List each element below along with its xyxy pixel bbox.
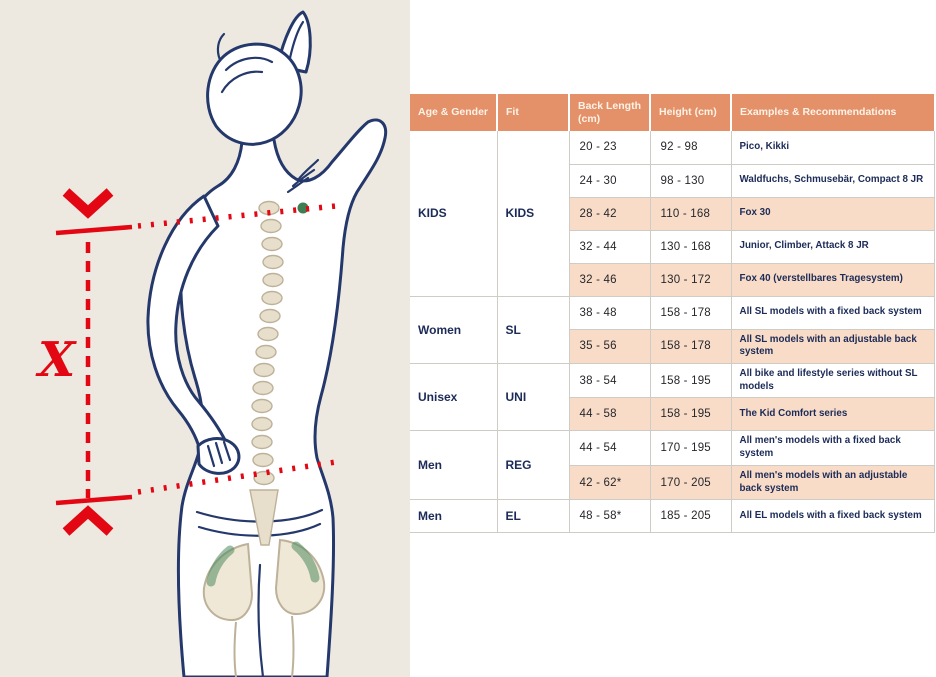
height-cell: 92 - 98	[650, 131, 732, 165]
examples-cell: Waldfuchs, Schmusebär, Compact 8 JR	[731, 164, 935, 198]
age-cell: Men	[410, 499, 498, 534]
age-cell: Women	[410, 296, 498, 364]
back-length-cell: 28 - 42	[569, 197, 651, 231]
fit-cell: REG	[497, 430, 570, 501]
age-cell: Men	[410, 430, 498, 501]
back-length-cell: 24 - 30	[569, 164, 651, 198]
fit-cell: UNI	[497, 363, 570, 432]
figure-details	[195, 20, 324, 677]
back-length-cell: 48 - 58*	[569, 499, 651, 534]
table-row: 42 - 62* 170 - 205 All men's models with…	[410, 465, 935, 501]
height-cell: 110 - 168	[650, 197, 732, 231]
height-cell: 170 - 195	[650, 430, 732, 466]
back-length-cell: 44 - 58	[569, 397, 651, 432]
table-row: Women SL 38 - 48 158 - 178 All SL models…	[410, 296, 935, 364]
header-height: Height (cm)	[650, 94, 732, 131]
table-row: 24 - 30 98 - 130 Waldfuchs, Schmusebär, …	[410, 164, 935, 198]
spine	[249, 200, 284, 546]
header-back-length: Back Length (cm)	[569, 94, 651, 131]
examples-cell: Junior, Climber, Attack 8 JR	[731, 230, 935, 264]
figure-outline	[146, 10, 388, 677]
measurement-lines	[55, 188, 337, 536]
examples-cell: Fox 40 (verstellbares Tragesystem)	[731, 263, 935, 297]
table-row: 35 - 56 158 - 178 All SL models with an …	[410, 329, 935, 364]
height-cell: 130 - 172	[650, 263, 732, 297]
height-cell: 158 - 195	[650, 397, 732, 432]
back-length-cell: 42 - 62*	[569, 465, 651, 501]
measure-label-x: X	[35, 332, 77, 388]
table-row: Men REG 44 - 54 170 - 195 All men's mode…	[410, 430, 935, 501]
table-row: Men EL 48 - 58* 185 - 205 All EL models …	[410, 499, 935, 534]
height-cell: 170 - 205	[650, 465, 732, 501]
back-length-cell: 38 - 54	[569, 363, 651, 399]
back-measurement-panel: X	[0, 0, 410, 677]
back-length-cell: 44 - 54	[569, 430, 651, 466]
examples-cell: Fox 30	[731, 197, 935, 231]
height-cell: 185 - 205	[650, 499, 732, 534]
size-chart: Age & Gender Fit Back Length (cm) Height…	[410, 94, 935, 534]
back-length-illustration: X	[35, 10, 388, 677]
back-length-cell: 38 - 48	[569, 296, 651, 330]
header-examples: Examples & Recommendations	[731, 94, 934, 131]
examples-cell: All SL models with an adjustable back sy…	[731, 329, 935, 364]
age-cell: Unisex	[410, 363, 498, 432]
examples-cell: All SL models with a fixed back system	[731, 296, 935, 330]
table-row: Unisex UNI 38 - 54 158 - 195 All bike an…	[410, 363, 935, 432]
table-row: 28 - 42 110 - 168 Fox 30	[410, 197, 935, 231]
examples-cell: Pico, Kikki	[731, 131, 935, 165]
examples-cell: All men's models with an adjustable back…	[731, 465, 935, 501]
fit-cell: KIDS	[497, 131, 570, 297]
header-age-gender: Age & Gender	[410, 94, 498, 131]
arrow-bottom-icon	[62, 505, 114, 536]
age-cell: KIDS	[410, 131, 498, 297]
arrow-top-icon	[62, 188, 114, 219]
fit-cell: EL	[497, 499, 570, 534]
fit-cell: SL	[497, 296, 570, 364]
examples-cell: The Kid Comfort series	[731, 397, 935, 432]
examples-cell: All bike and lifestyle series without SL…	[731, 363, 935, 399]
table-row: 44 - 58 158 - 195 The Kid Comfort series	[410, 397, 935, 432]
height-cell: 158 - 195	[650, 363, 732, 399]
back-length-cell: 35 - 56	[569, 329, 651, 364]
header-row: Age & Gender Fit Back Length (cm) Height…	[410, 94, 934, 131]
height-cell: 98 - 130	[650, 164, 732, 198]
table-row: KIDS KIDS 20 - 23 92 - 98 Pico, Kikki	[410, 131, 935, 297]
height-cell: 158 - 178	[650, 296, 732, 330]
back-length-cell: 20 - 23	[569, 131, 651, 165]
table-row: 32 - 44 130 - 168 Junior, Climber, Attac…	[410, 230, 935, 264]
back-length-cell: 32 - 44	[569, 230, 651, 264]
height-cell: 130 - 168	[650, 230, 732, 264]
back-length-cell: 32 - 46	[569, 263, 651, 297]
examples-cell: All men's models with a fixed back syste…	[731, 430, 935, 466]
table-row: 32 - 46 130 - 172 Fox 40 (verstellbares …	[410, 263, 935, 297]
header-fit: Fit	[497, 94, 570, 131]
examples-cell: All EL models with a fixed back system	[731, 499, 935, 534]
height-cell: 158 - 178	[650, 329, 732, 364]
green-markers	[206, 202, 320, 587]
size-table: Age & Gender Fit Back Length (cm) Height…	[410, 94, 935, 534]
